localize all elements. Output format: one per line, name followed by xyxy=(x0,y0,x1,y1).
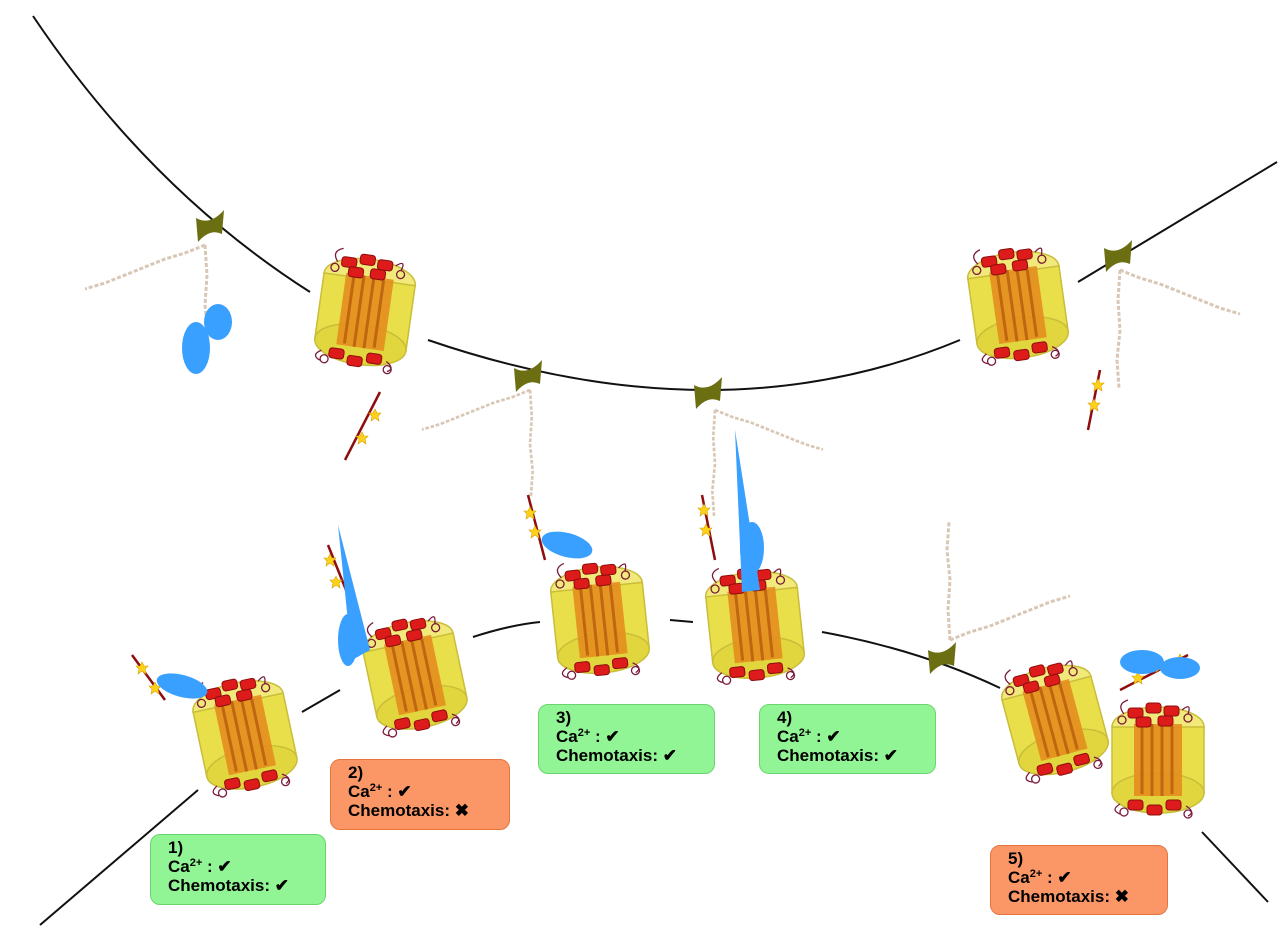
check-icon: ✔ xyxy=(605,727,620,746)
check-icon: ✔ xyxy=(826,727,841,746)
ion-channel xyxy=(993,648,1116,790)
panel-5: 5) Ca2+ : ✔ Chemotaxis: ✖ xyxy=(990,845,1168,915)
check-icon: ✔ xyxy=(274,876,289,895)
glycoprotein-receptor xyxy=(420,360,542,498)
check-icon: ✔ xyxy=(217,857,232,876)
ion-channel xyxy=(546,554,654,684)
cross-icon: ✖ xyxy=(1114,887,1129,906)
panel-1: 1) Ca2+ : ✔ Chemotaxis: ✔ xyxy=(150,834,326,905)
ion-charge: 2+ xyxy=(577,727,591,739)
ion-charge: 2+ xyxy=(798,727,812,739)
ion-channel xyxy=(356,605,474,743)
panel-3: 3) Ca2+ : ✔ Chemotaxis: ✔ xyxy=(538,704,715,774)
ion-channel xyxy=(962,237,1074,371)
ion-charge: 2+ xyxy=(1029,868,1043,880)
panel-2: 2) Ca2+ : ✔ Chemotaxis: ✖ xyxy=(330,759,510,830)
lower-membrane xyxy=(1201,831,1269,903)
glycoprotein-receptor xyxy=(928,520,1072,674)
cross-icon: ✖ xyxy=(454,801,469,820)
glycoprotein-receptor xyxy=(694,377,825,518)
chemotaxis-label: Chemotaxis: xyxy=(777,746,884,765)
panel-number: 2) xyxy=(348,763,364,782)
panel-number: 1) xyxy=(168,838,184,857)
upper-membrane xyxy=(32,15,311,293)
panel-number: 4) xyxy=(777,708,793,727)
check-icon: ✔ xyxy=(883,746,898,765)
ligand xyxy=(182,304,232,374)
ion-label: Ca xyxy=(1008,868,1030,887)
chemotaxis-label: Chemotaxis: xyxy=(168,876,275,895)
phospho-tail xyxy=(343,391,382,461)
chemotaxis-label: Chemotaxis: xyxy=(556,746,663,765)
lower-membrane xyxy=(669,619,694,623)
ion-label: Ca xyxy=(168,857,190,876)
glycoprotein-receptor xyxy=(1104,240,1242,390)
lower-membrane xyxy=(821,631,1001,689)
ligand xyxy=(156,430,1200,699)
panel-4: 4) Ca2+ : ✔ Chemotaxis: ✔ xyxy=(759,704,936,774)
ion-label: Ca xyxy=(348,782,370,801)
lower-membrane xyxy=(39,789,199,926)
lower-membrane xyxy=(472,621,541,638)
ion-channel xyxy=(309,244,421,378)
lower-membrane xyxy=(301,689,341,713)
ion-charge: 2+ xyxy=(189,857,203,869)
chemotaxis-label: Chemotaxis: xyxy=(348,801,455,820)
ion-channel xyxy=(1110,698,1206,820)
ion-charge: 2+ xyxy=(369,782,383,794)
check-icon: ✔ xyxy=(397,782,412,801)
panel-number: 5) xyxy=(1008,849,1024,868)
chemotaxis-label: Chemotaxis: xyxy=(1008,887,1115,906)
ion-label: Ca xyxy=(556,727,578,746)
panel-number: 3) xyxy=(556,708,572,727)
check-icon: ✔ xyxy=(662,746,677,765)
ion-label: Ca xyxy=(777,727,799,746)
upper-membrane xyxy=(427,339,961,391)
check-icon: ✔ xyxy=(1057,868,1072,887)
